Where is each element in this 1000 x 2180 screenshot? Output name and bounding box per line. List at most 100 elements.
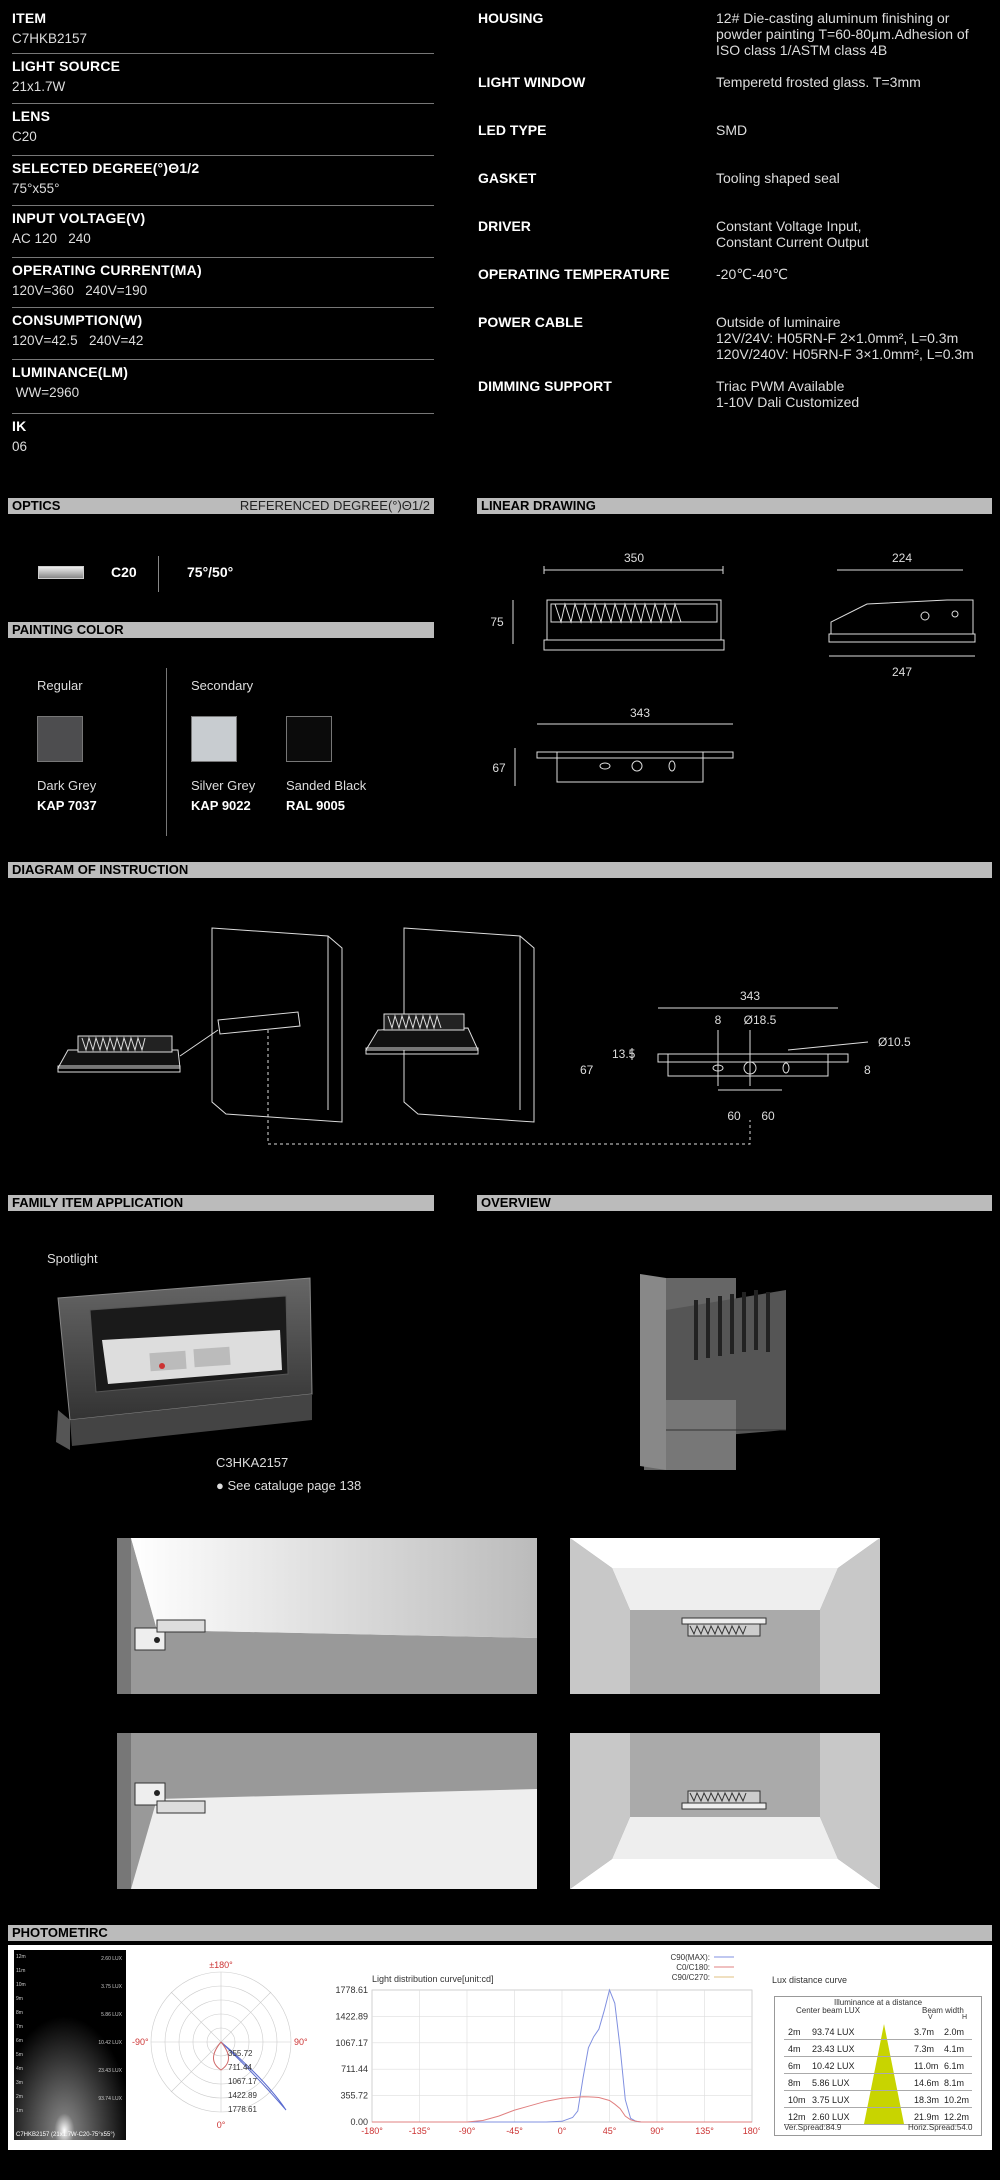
lux-row-lux: 93.74 LUX — [812, 2027, 855, 2037]
diag-dim-8b: 8 — [864, 1063, 871, 1077]
lux-row-divider — [784, 2056, 972, 2057]
color-code: KAP 7037 — [37, 798, 97, 813]
light-distribution-chart: Light distribution curve[unit:cd] C90(MA… — [335, 1953, 760, 2136]
render-wall-up-side — [117, 1538, 537, 1694]
photometric-title: PHOTOMETIRC — [12, 1925, 108, 1940]
diag-dim-60a: 60 — [727, 1109, 741, 1123]
thumb-left-tick: 11m — [16, 1968, 25, 1974]
curve-title: Light distribution curve[unit:cd] — [372, 1974, 494, 1984]
spec-value: 75°x55° — [12, 181, 60, 196]
linear-drawing-svg: 350 75 224 247 343 67 — [490, 551, 976, 786]
lux-row-divider — [784, 2090, 972, 2091]
x-tick-label: 180° — [743, 2126, 760, 2136]
hor-spread: Horiz.Spread:54.0 — [908, 2123, 973, 2132]
thumb-left-tick: 8m — [16, 2010, 23, 2016]
painting-regular-label: Regular — [37, 678, 83, 693]
lux-box — [774, 1996, 982, 2136]
spec-value: AC 120 240 — [12, 231, 91, 246]
spec-value: WW=2960 — [12, 385, 80, 400]
polar-right: 90° — [294, 2037, 308, 2047]
spec-label: IK — [12, 418, 27, 434]
thumb-left-tick: 1m — [16, 2108, 23, 2114]
color-swatch — [191, 716, 237, 762]
optics-lens-icon — [38, 566, 84, 579]
spec-right-label: POWER CABLE — [478, 314, 583, 330]
spec-right-value: SMD — [716, 122, 748, 138]
lux-row-divider — [784, 2107, 972, 2108]
diag-dim-13-5: 13.5 — [612, 1047, 636, 1061]
spec-label: OPERATING CURRENT(MA) — [12, 262, 202, 278]
spec-right-value: Triac PWM Available 1-10V Dali Customize… — [716, 378, 860, 410]
spec-row-left: LUMINANCE(LM) WW=2960 — [12, 364, 434, 414]
lux-row-h: 10.2m — [944, 2095, 970, 2105]
y-tick-label: 711.44 — [341, 2064, 368, 2074]
spec-label: CONSUMPTION(W) — [12, 312, 143, 328]
lux-title: Lux distance curve — [772, 1975, 848, 1985]
section-linear-drawing: LINEAR DRAWING — [477, 498, 992, 514]
lux-center-label: Center beam LUX — [796, 2006, 861, 2015]
lux-row-divider — [784, 2039, 972, 2040]
spec-label: ITEM — [12, 10, 47, 26]
diag-dim-8: 8 — [715, 1013, 722, 1027]
lux-beam-label: Beam width — [922, 2006, 964, 2015]
spec-value: 120V=360 240V=190 — [12, 283, 148, 298]
thumb-right-tick: 10.42 LUX — [98, 2040, 122, 2046]
thumb-left-tick: 3m — [16, 2080, 23, 2086]
legend-label: C90(MAX): — [670, 1953, 710, 1962]
optics-lens: C20 — [111, 564, 137, 580]
lux-row-distance: 10m — [788, 2095, 806, 2105]
polar-value: 711.44 — [228, 2063, 252, 2072]
thumb-left-tick: 5m — [16, 2052, 23, 2058]
spec-right-label: DIMMING SUPPORT — [478, 378, 612, 394]
spec-row-left: OPERATING CURRENT(MA) 120V=360 240V=190 — [12, 262, 434, 308]
spec-label: LUMINANCE(LM) — [12, 364, 129, 380]
render-wall-up-front — [570, 1538, 880, 1694]
family-code: C3HKA2157 — [216, 1455, 289, 1470]
painting-divider — [166, 668, 167, 836]
spec-right-label: GASKET — [478, 170, 537, 186]
thumb-left-tick: 12m — [16, 1954, 26, 1960]
legend-label: C0/C180: — [676, 1963, 710, 1972]
series-line-0 — [372, 1988, 752, 2123]
polar-top: ±180° — [209, 1960, 233, 1970]
spec-value: C7HKB2157 — [12, 31, 88, 46]
lux-h-label: H — [962, 2014, 968, 2021]
color-name: Silver Grey — [191, 778, 256, 793]
thumb-left-tick: 9m — [16, 1996, 23, 2002]
lux-row-v: 3.7m — [914, 2027, 935, 2037]
dim-front-height: 75 — [490, 615, 504, 629]
lux-row-distance: 4m — [788, 2044, 801, 2054]
thumb-right-tick: 93.74 LUX — [98, 2096, 122, 2102]
optics-title: OPTICS — [12, 498, 61, 513]
spec-right-label: DRIVER — [478, 218, 531, 234]
y-tick-label: 1067.17 — [335, 2038, 368, 2048]
overview-title: OVERVIEW — [481, 1195, 551, 1210]
polar-left: -90° — [132, 2037, 149, 2047]
color-name: Sanded Black — [286, 778, 367, 793]
thumb-left-tick: 2m — [16, 2094, 23, 2100]
family-spotlight-label: Spotlight — [47, 1251, 98, 1266]
lux-row-v: 7.3m — [914, 2044, 935, 2054]
diag-dim-10-5: Ø10.5 — [878, 1035, 911, 1049]
x-tick-label: -90° — [459, 2126, 476, 2136]
diag-dim-60b: 60 — [761, 1109, 775, 1123]
spec-row-left: ITEM C7HKB2157 — [12, 10, 434, 54]
polar-value: 355.72 — [228, 2049, 253, 2058]
color-swatch — [286, 716, 332, 762]
series-line-1 — [372, 2096, 752, 2123]
lux-row-h: 2.0m — [944, 2027, 965, 2037]
optics-degree: 75°/50° — [187, 564, 234, 580]
diag-dim-18-5: Ø18.5 — [744, 1013, 777, 1027]
lux-row-h: 6.1m — [944, 2061, 965, 2071]
x-tick-label: 135° — [695, 2126, 714, 2136]
color-swatch — [37, 716, 83, 762]
lux-row-v: 11.0m — [914, 2061, 939, 2071]
spec-value: 120V=42.5 240V=42 — [12, 333, 144, 348]
linear-drawing-title: LINEAR DRAWING — [481, 498, 596, 513]
wall-block-1 — [211, 927, 343, 1123]
x-tick-label: -45° — [506, 2126, 523, 2136]
